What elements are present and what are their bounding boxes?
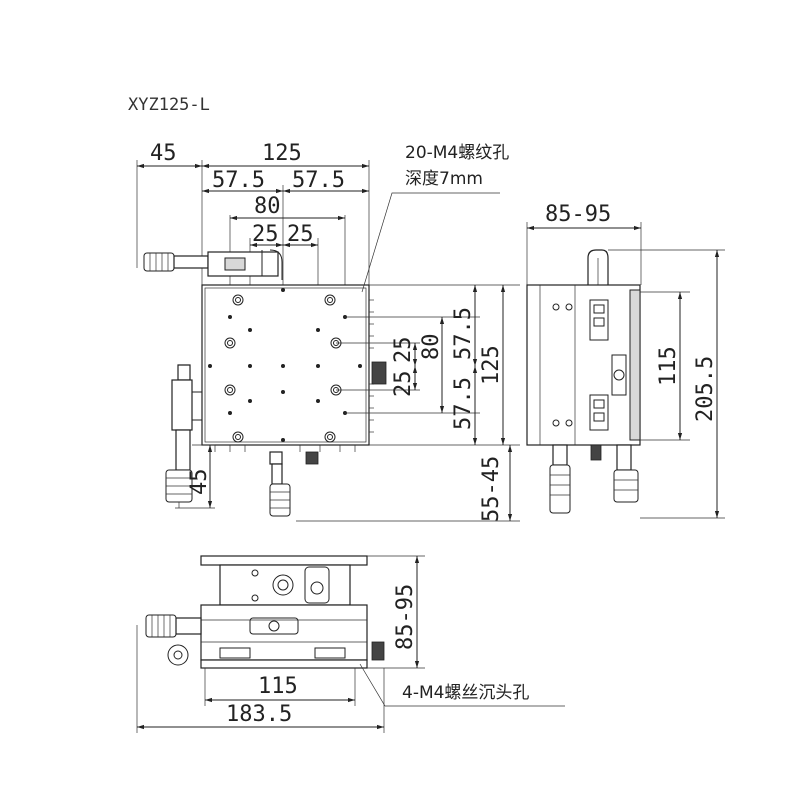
dim-55-45: 55-45 [479, 456, 504, 522]
threaded-holes [208, 288, 362, 443]
dim-80-v: 80 [419, 334, 444, 361]
dim-25-left: 25 [252, 222, 279, 247]
note-4-m4-countersunk: 4-M4螺丝沉头孔 [402, 683, 529, 703]
dim-183-5: 183.5 [226, 702, 292, 727]
dim-205-5: 205.5 [693, 356, 718, 422]
dim-80-top: 80 [254, 194, 281, 219]
note-20-m4-threaded: 20-M4螺纹孔 [405, 143, 509, 163]
model-label: XYZ125-L [128, 95, 210, 115]
note-depth-7mm: 深度7mm [405, 169, 483, 189]
dim-57-5-left: 57.5 [212, 168, 265, 193]
front-view: 85-95 115 183.5 4-M4螺丝沉头孔 [136, 555, 565, 733]
dim-115-front: 115 [258, 674, 298, 699]
top-view: 45 125 57.5 57.5 80 25 25 [136, 141, 520, 522]
dim-115-side: 115 [656, 346, 681, 386]
side-view: 85-95 115 [526, 202, 725, 519]
dim-45-left: 45 [187, 469, 212, 496]
dim-85-95-front: 85-95 [393, 584, 418, 650]
dim-85-95-side: 85-95 [545, 202, 611, 227]
dim-45-top: 45 [150, 141, 177, 166]
dim-25-right: 25 [287, 222, 314, 247]
dim-125-top: 125 [262, 141, 302, 166]
dim-125-v: 125 [479, 345, 504, 385]
dim-25-v-upper: 25 [391, 337, 416, 364]
dim-57-5-v-upper: 57.5 [451, 307, 476, 360]
dim-25-v-lower: 25 [391, 371, 416, 398]
side-body [526, 284, 641, 446]
dim-57-5-v-lower: 57.5 [451, 377, 476, 430]
dim-57-5-right: 57.5 [292, 168, 345, 193]
top-stage-plate [201, 284, 370, 446]
